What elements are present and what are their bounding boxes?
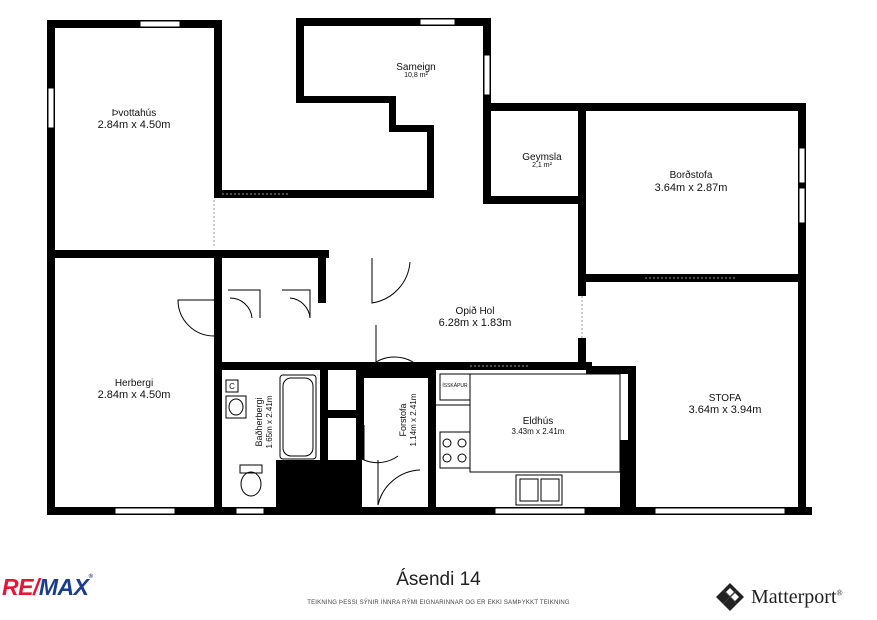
disclaimer-text: TEIKNING ÞESSI SÝNIR INNRA RÝMI EIGNARIN…	[307, 600, 570, 606]
room-name-badherbergi: Baðherbergi	[254, 397, 264, 446]
room-name-forstofa: Forstofa	[398, 403, 408, 436]
fixtures	[225, 373, 621, 506]
room-name-thvottahus: Þvottahús	[112, 108, 156, 119]
floor-plan: Þvottahús 2.84m x 4.50m Sameign 10,8 m² …	[47, 18, 812, 515]
walls	[47, 18, 812, 515]
remax-logo-part2: MAX	[38, 574, 89, 600]
property-address: Ásendi 14	[396, 569, 481, 590]
room-name-opid-hol: Opið Hol	[456, 305, 495, 317]
matterport-wordmark: Matterport	[751, 585, 837, 608]
room-name-sameign: Sameign	[396, 62, 435, 73]
room-name-herbergi: Herbergi	[115, 378, 153, 389]
room-dims-herbergi: 2.84m x 4.50m	[98, 389, 171, 401]
room-dims-stofa: 3.64m x 3.94m	[689, 404, 762, 416]
room-dims-bordstofa: 3.64m x 2.87m	[655, 182, 728, 194]
matterport-logo: Matterport®	[715, 582, 843, 612]
windows	[47, 18, 806, 515]
room-dims-forstofa: 1.14m x 2.41m	[409, 393, 418, 446]
room-dims-badherbergi: 1.65m x 2.41m	[265, 395, 274, 448]
fridge-label: ÍSSKÁPUR	[442, 382, 468, 389]
remax-logo-part1: RE/	[2, 574, 39, 600]
room-labels: Þvottahús 2.84m x 4.50m Sameign 10,8 m² …	[98, 62, 762, 448]
room-dims-eldhus: 3.43m x 2.41m	[512, 427, 565, 436]
room-dims-thvottahus: 2.84m x 4.50m	[98, 119, 171, 131]
room-name-geymsla: Geymsla	[522, 152, 562, 163]
matterport-mark-icon	[716, 583, 744, 611]
room-dims-opid-hol: 6.28m x 1.83m	[439, 317, 512, 329]
room-area-geymsla: 2,1 m²	[532, 162, 553, 169]
remax-logo: RE/MAX®	[2, 574, 93, 600]
room-area-sameign: 10,8 m²	[404, 72, 428, 79]
room-name-eldhus: Eldhús	[523, 416, 554, 427]
room-name-stofa: STOFA	[709, 393, 742, 404]
closet-label: C	[229, 382, 235, 391]
room-name-bordstofa: Borðstofa	[670, 169, 713, 181]
openings	[213, 193, 735, 367]
doors	[177, 258, 421, 506]
